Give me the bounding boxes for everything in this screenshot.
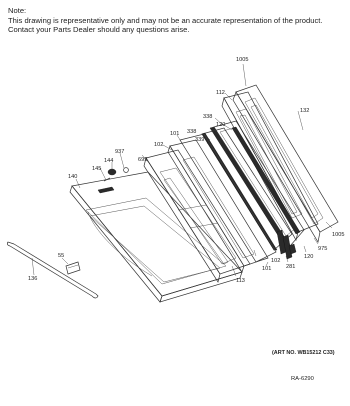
callout-120-upper: 120 [216,122,225,128]
art-number: (ART NO. WB15212 C33) [272,350,335,356]
callout-101-upper: 101 [170,131,179,137]
small-part-937 [123,167,129,173]
small-part-145 [103,177,111,182]
callout-975: 975 [318,246,327,252]
callout-699: 699 [138,157,147,163]
note-line-2: Contact your Parts Dealer should any que… [8,25,190,35]
callout-112: 112 [216,90,225,96]
callout-1005-bottom: 1005 [332,232,344,238]
leader-lines [31,63,333,277]
small-part-144 [107,168,117,176]
note-line-1: This drawing is representative only and … [8,15,323,25]
callout-136: 136 [28,276,37,282]
callout-338-upper: 338 [203,114,212,120]
callout-937: 937 [115,149,124,155]
callout-120-lower: 120 [304,254,313,260]
callout-labels: 1005 112 132 338 120 338 339 101 102 937… [28,57,344,284]
outer-door-140 [69,171,243,303]
callout-102-upper: 102 [154,142,163,148]
ra-code: RA-6290 [291,376,314,382]
callout-145: 145 [92,166,101,172]
note-heading: Note: [8,6,27,15]
door-liner-699 [143,149,251,283]
door-handle-136 [6,241,99,299]
callout-1005-top: 1005 [236,57,248,63]
callout-281: 281 [286,264,295,270]
gasket-seal-339 [201,127,293,251]
callout-113: 113 [236,278,245,284]
callout-102-lower: 102 [271,258,280,264]
inner-panel-112 [221,91,319,241]
disclaimer-note: Note: This drawing is representative onl… [8,6,322,35]
glass-bracket-120 [231,126,301,260]
badge-55 [65,261,81,275]
callout-55: 55 [58,253,64,259]
callout-101-lower: 101 [262,266,271,272]
callout-144: 144 [104,158,113,164]
callout-338-lower: 338 [187,129,196,135]
rear-frame-132 [232,84,339,243]
callout-140: 140 [68,174,77,180]
callout-132: 132 [300,108,309,114]
callout-339: 339 [195,137,204,143]
